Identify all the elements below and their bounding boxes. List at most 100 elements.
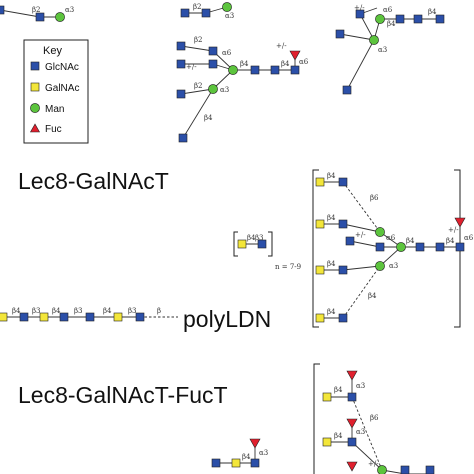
galnac-symbol	[30, 82, 40, 92]
glcnac-residue	[395, 14, 405, 24]
linkage-label: α3	[65, 6, 74, 14]
key-item-fuc: Fuc	[45, 124, 62, 135]
fuc-residue	[249, 438, 261, 449]
fuc-residue	[346, 461, 358, 472]
man-residue	[396, 242, 406, 252]
glcnac-residue	[250, 65, 260, 75]
glcnac-residue	[250, 458, 260, 468]
glcnac-residue	[375, 242, 385, 252]
key-item-glcnac: GlcNAc	[45, 62, 79, 73]
galnac-residue	[322, 437, 332, 447]
glycosidic-bond	[0, 9, 41, 18]
fuc-residue	[346, 418, 358, 429]
linkage-label: β3	[32, 307, 41, 315]
glcnac-residue	[338, 177, 348, 187]
glcnac-residue	[208, 59, 218, 69]
linkage-label: β3	[74, 307, 83, 315]
galnac-residue	[231, 458, 241, 468]
linkage-label: α6	[299, 58, 309, 66]
glcnac-residue	[208, 46, 218, 56]
fuc-residue	[289, 50, 301, 61]
glcnac-residue	[415, 242, 425, 252]
linkage-label: β4	[247, 234, 256, 242]
glcnac-residue	[180, 8, 190, 18]
linkage-label: β2	[194, 36, 203, 44]
glycosidic-bond	[182, 88, 214, 139]
heading-polyldn: polyLDN	[183, 306, 271, 332]
glcnac-residue	[270, 65, 280, 75]
glcnac-residue	[338, 219, 348, 229]
glycosidic-bond	[351, 441, 383, 471]
glcnac-residue	[135, 312, 145, 322]
linkage-label: β4	[428, 8, 437, 16]
galnac-residue	[322, 392, 332, 402]
linkage-label: β2	[32, 6, 41, 14]
man-residue	[55, 12, 65, 22]
glycan-bracket-left-bottom	[313, 363, 320, 474]
glcnac-residue	[178, 133, 188, 143]
linkage-label: β4	[12, 307, 21, 315]
glycosidic-bond	[339, 33, 375, 41]
glcnac-residue	[85, 312, 95, 322]
glcnac-residue	[338, 265, 348, 275]
galnac-residue	[315, 177, 325, 187]
galnac-residue	[315, 265, 325, 275]
linkage-label: β4	[103, 307, 112, 315]
glcnac-residue	[435, 14, 445, 24]
glcnac-residue	[201, 8, 211, 18]
man-residue	[375, 227, 385, 237]
linkage-label: β4	[281, 60, 290, 68]
glycosidic-bond	[180, 88, 214, 95]
glcnac-residue	[355, 9, 365, 19]
linkage-label: β3	[255, 234, 264, 242]
galnac-residue	[315, 313, 325, 323]
fuc-symbol	[29, 123, 41, 133]
linkage-label: α6	[383, 6, 393, 14]
glcnac-residue	[413, 14, 423, 24]
linkage-label: β	[157, 307, 161, 315]
linkage-label: β4	[204, 114, 213, 122]
linkage-label: β4	[327, 214, 336, 222]
glycosidic-bond	[342, 223, 381, 233]
man-residue	[228, 65, 238, 75]
linkage-label: n = 7-9	[275, 263, 301, 271]
linkage-label: β6	[370, 414, 379, 422]
linkage-label: β4	[327, 260, 336, 268]
glcnac-residue	[257, 239, 267, 249]
monosaccharide-residues	[0, 2, 466, 474]
linkage-label: +/-	[355, 231, 366, 239]
glcnac-residue	[35, 12, 45, 22]
galnac-residue	[315, 219, 325, 229]
glcnac-residue	[347, 437, 357, 447]
glcnac-residue	[455, 242, 465, 252]
linkage-label: β4	[334, 386, 343, 394]
linkage-label: α6	[386, 234, 396, 242]
heading-lec8-galnact-fuct: Lec8-GalNAcT-FucT	[18, 382, 228, 408]
linkage-label: α6	[222, 49, 232, 57]
glycosidic-bond	[342, 265, 381, 271]
man-symbol	[30, 103, 40, 113]
left-bracket	[233, 231, 238, 257]
glcnac-residue	[400, 465, 410, 474]
linkage-label: β4	[240, 60, 249, 68]
man-residue	[377, 465, 387, 474]
man-residue	[369, 35, 379, 45]
glycosidic-bond	[342, 181, 381, 233]
fuc-residue	[346, 370, 358, 381]
linkage-label: β4	[327, 308, 336, 316]
glcnac-residue	[345, 236, 355, 246]
linkage-label: β4	[327, 172, 336, 180]
repeat-bracket	[233, 231, 273, 257]
linkage-label: α3	[378, 46, 387, 54]
linkage-label: α3	[259, 449, 268, 457]
man-residue	[208, 84, 218, 94]
glycosidic-bond	[346, 39, 375, 91]
galnac-residue	[237, 239, 247, 249]
linkage-label: β4	[387, 20, 396, 28]
fuc-residue	[454, 217, 466, 228]
heading-lec8-galnact: Lec8-GalNAcT	[18, 168, 169, 194]
linkage-label: β4	[406, 237, 415, 245]
glcnac-residue	[211, 458, 221, 468]
glcnac-residue	[59, 312, 69, 322]
glcnac-residue	[176, 41, 186, 51]
